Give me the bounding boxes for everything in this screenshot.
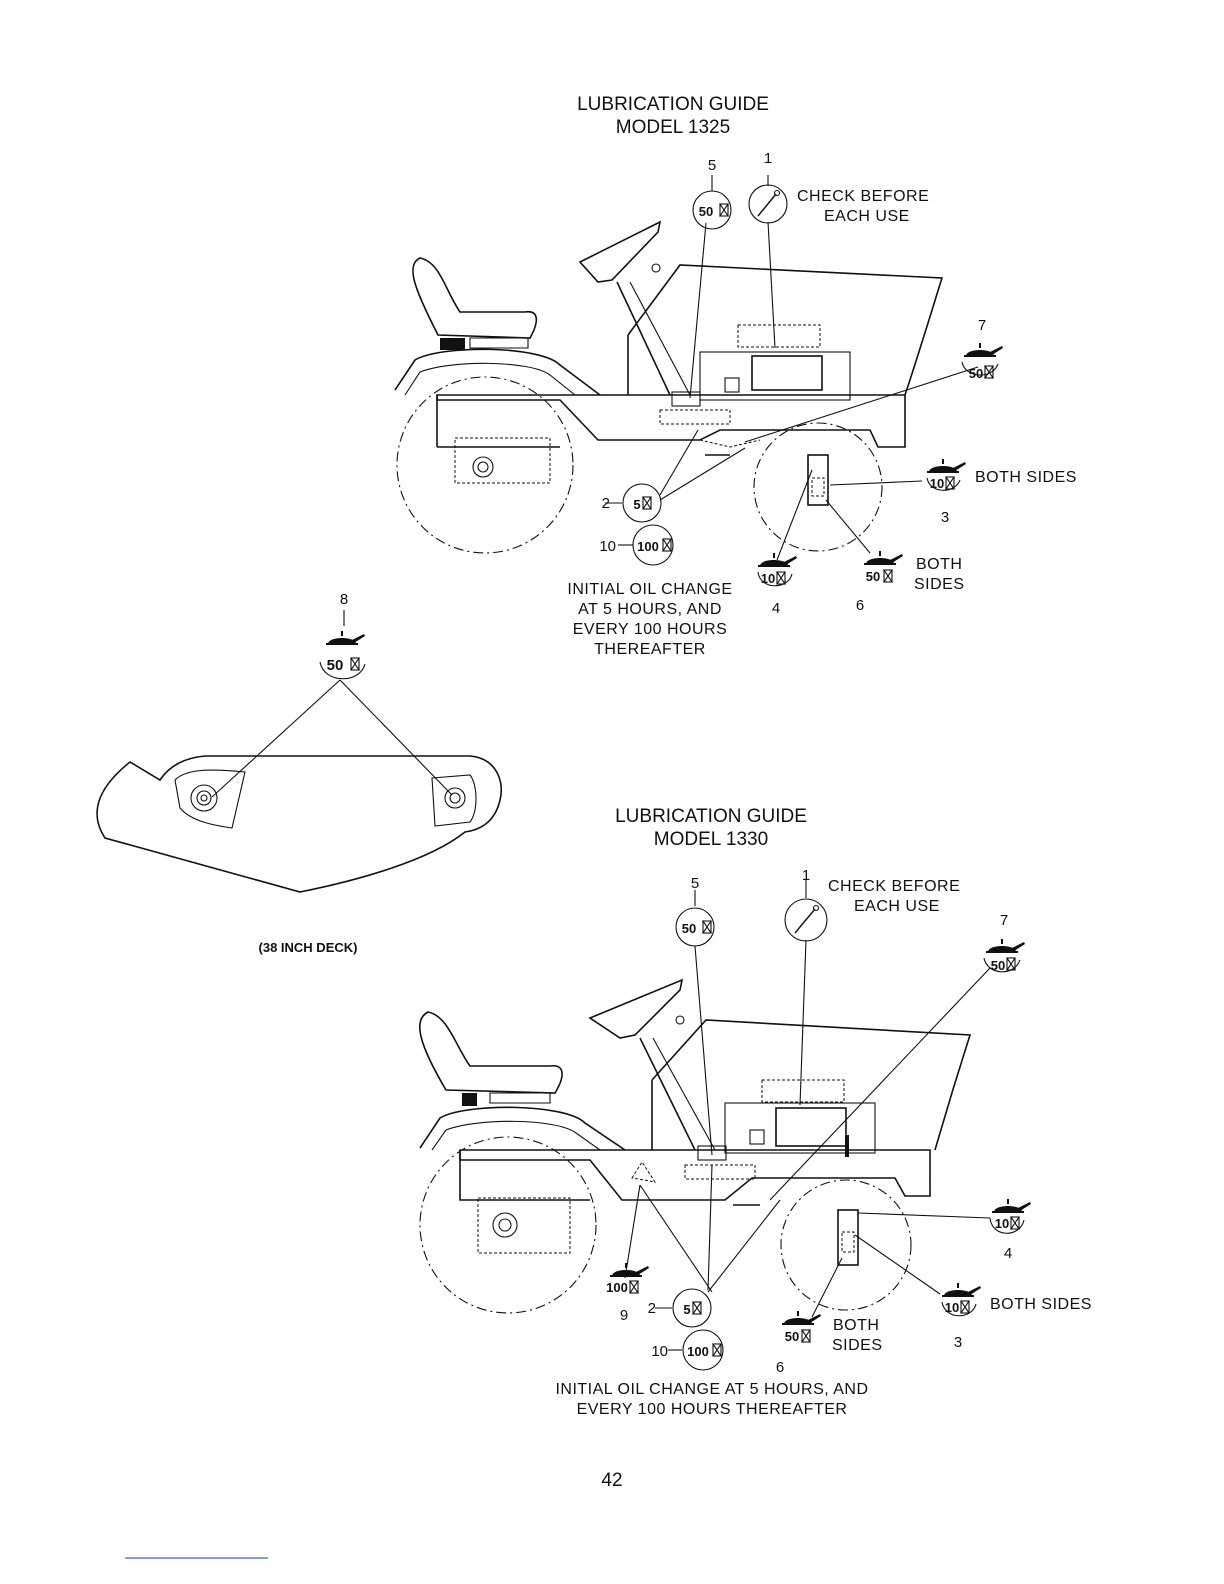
- diagram1-note-line2: AT 5 HOURS, AND: [578, 601, 722, 618]
- diagram1-note-line4: THEREAFTER: [594, 641, 706, 658]
- callout-2: 2: [648, 1300, 656, 1317]
- diagram1-title-line2: MODEL 1325: [616, 117, 730, 138]
- diagram1-both-sides: BOTH SIDES: [975, 469, 1077, 486]
- oil-filter-icon: 100: [632, 524, 674, 566]
- dipstick-check-icon: [748, 184, 788, 224]
- diagram2-sides: SIDES: [832, 1337, 883, 1354]
- diagram2-note-line2: EVERY 100 HOURS THEREAFTER: [577, 1401, 848, 1418]
- diagram1-both: BOTH: [916, 556, 962, 573]
- svg-text:50: 50: [991, 958, 1005, 973]
- dipstick-check-icon: [784, 898, 828, 942]
- engine-oil-icon: 5: [672, 1288, 712, 1328]
- callout-7: 7: [1000, 912, 1008, 929]
- svg-text:50: 50: [699, 204, 713, 219]
- steering-wheel: [578, 220, 662, 283]
- diagram2-title-line1: LUBRICATION GUIDE: [615, 806, 807, 827]
- diagram2-both: BOTH: [833, 1317, 879, 1334]
- steering-wheel: [588, 978, 684, 1039]
- svg-text:50: 50: [969, 366, 983, 381]
- page-number: 42: [601, 1470, 622, 1491]
- svg-text:100: 100: [637, 539, 659, 554]
- oil-can-icon: 10: [989, 1198, 1032, 1234]
- seat: [412, 257, 538, 339]
- tractor-1325-drawing: [394, 220, 944, 554]
- oil-filter-icon: 100: [682, 1329, 724, 1371]
- deck-callout-8: 8: [340, 591, 348, 608]
- oil-can-icon: 50: [319, 630, 366, 680]
- seat: [419, 1011, 563, 1094]
- callout-6: 6: [856, 597, 864, 614]
- callout-5: 5: [691, 875, 699, 892]
- oil-can-icon: 50: [983, 938, 1026, 973]
- callout-3: 3: [954, 1334, 962, 1351]
- callout-1: 1: [802, 867, 810, 884]
- callout-6: 6: [776, 1359, 784, 1376]
- callout-1: 1: [764, 150, 772, 167]
- svg-text:10: 10: [995, 1216, 1009, 1231]
- callout-10: 10: [599, 538, 616, 555]
- oil-can-icon: 10: [926, 458, 967, 491]
- oil-can-icon: 10: [941, 1282, 982, 1317]
- rear-wheel: [396, 376, 574, 554]
- front-wheel: [780, 1179, 912, 1311]
- deck-outline: [96, 755, 502, 893]
- diagram2-check-line1: CHECK BEFORE: [828, 878, 960, 895]
- svg-text:50: 50: [785, 1329, 799, 1344]
- diagram1-sides: SIDES: [914, 576, 965, 593]
- svg-text:10: 10: [945, 1300, 959, 1315]
- engine-oil-icon: 5: [622, 483, 662, 523]
- diagram1-title-line1: LUBRICATION GUIDE: [577, 94, 769, 115]
- diagram1-check-line2: EACH USE: [824, 208, 910, 225]
- oil-can-icon: 50: [961, 342, 1004, 381]
- oil-can-icon: 100: [606, 1262, 650, 1295]
- svg-text:50: 50: [866, 569, 880, 584]
- tractor-1330-drawing: [419, 978, 972, 1314]
- callout-9: 9: [620, 1307, 628, 1324]
- callout-5: 5: [708, 157, 716, 174]
- rear-wheel: [419, 1136, 597, 1314]
- oil-can-icon: 50: [781, 1310, 822, 1344]
- svg-text:100: 100: [687, 1344, 709, 1359]
- svg-text:50: 50: [682, 921, 696, 936]
- svg-text:10: 10: [761, 571, 775, 586]
- mower-deck-diagram: 8 50 (38 INCH DECK): [96, 591, 502, 955]
- diagram1-note-line1: INITIAL OIL CHANGE: [567, 581, 732, 598]
- callout-2: 2: [602, 495, 610, 512]
- oil-can-icon: 10: [757, 552, 798, 587]
- callout-3: 3: [941, 509, 949, 526]
- hood: [627, 264, 944, 396]
- diagram1-leader-lines: [605, 175, 979, 561]
- diagram2-title-line2: MODEL 1330: [654, 829, 768, 850]
- diagram2-leader-lines: [624, 880, 991, 1351]
- diagram-model-1330: LUBRICATION GUIDE MODEL 1330: [419, 806, 1092, 1418]
- callout-4: 4: [1004, 1245, 1012, 1262]
- svg-text:100: 100: [606, 1280, 628, 1295]
- oil-can-icon: 50: [863, 550, 904, 584]
- hood: [651, 1019, 972, 1151]
- svg-text:5: 5: [683, 1302, 690, 1317]
- diagram1-check-line1: CHECK BEFORE: [797, 188, 929, 205]
- callout-7: 7: [978, 317, 986, 334]
- diagram2-note-line1: INITIAL OIL CHANGE AT 5 HOURS, AND: [555, 1381, 868, 1398]
- diagram2-check-line2: EACH USE: [854, 898, 940, 915]
- diagram1-note-line3: EVERY 100 HOURS: [573, 621, 728, 638]
- svg-text:5: 5: [633, 497, 640, 512]
- svg-text:50: 50: [327, 657, 344, 674]
- deck-caption: (38 INCH DECK): [259, 940, 358, 955]
- callout-10: 10: [651, 1343, 668, 1360]
- callout-4: 4: [772, 600, 780, 617]
- grease-fitting-icon: 50: [675, 907, 715, 947]
- diagram2-both-sides: BOTH SIDES: [990, 1296, 1092, 1313]
- grease-fitting-icon: 50: [692, 190, 732, 230]
- front-wheel: [753, 422, 883, 552]
- diagram-model-1325: LUBRICATION GUIDE MODEL 1325: [394, 94, 1077, 658]
